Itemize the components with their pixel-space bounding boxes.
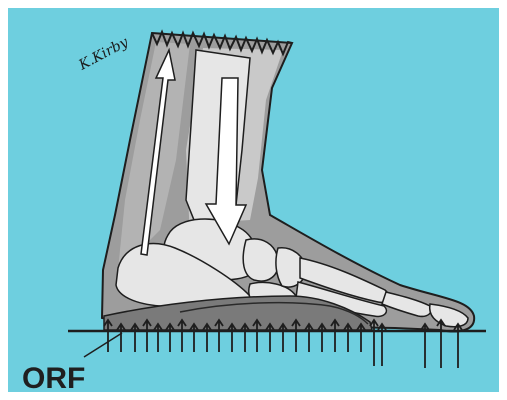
orf-label: ORF xyxy=(22,362,85,395)
